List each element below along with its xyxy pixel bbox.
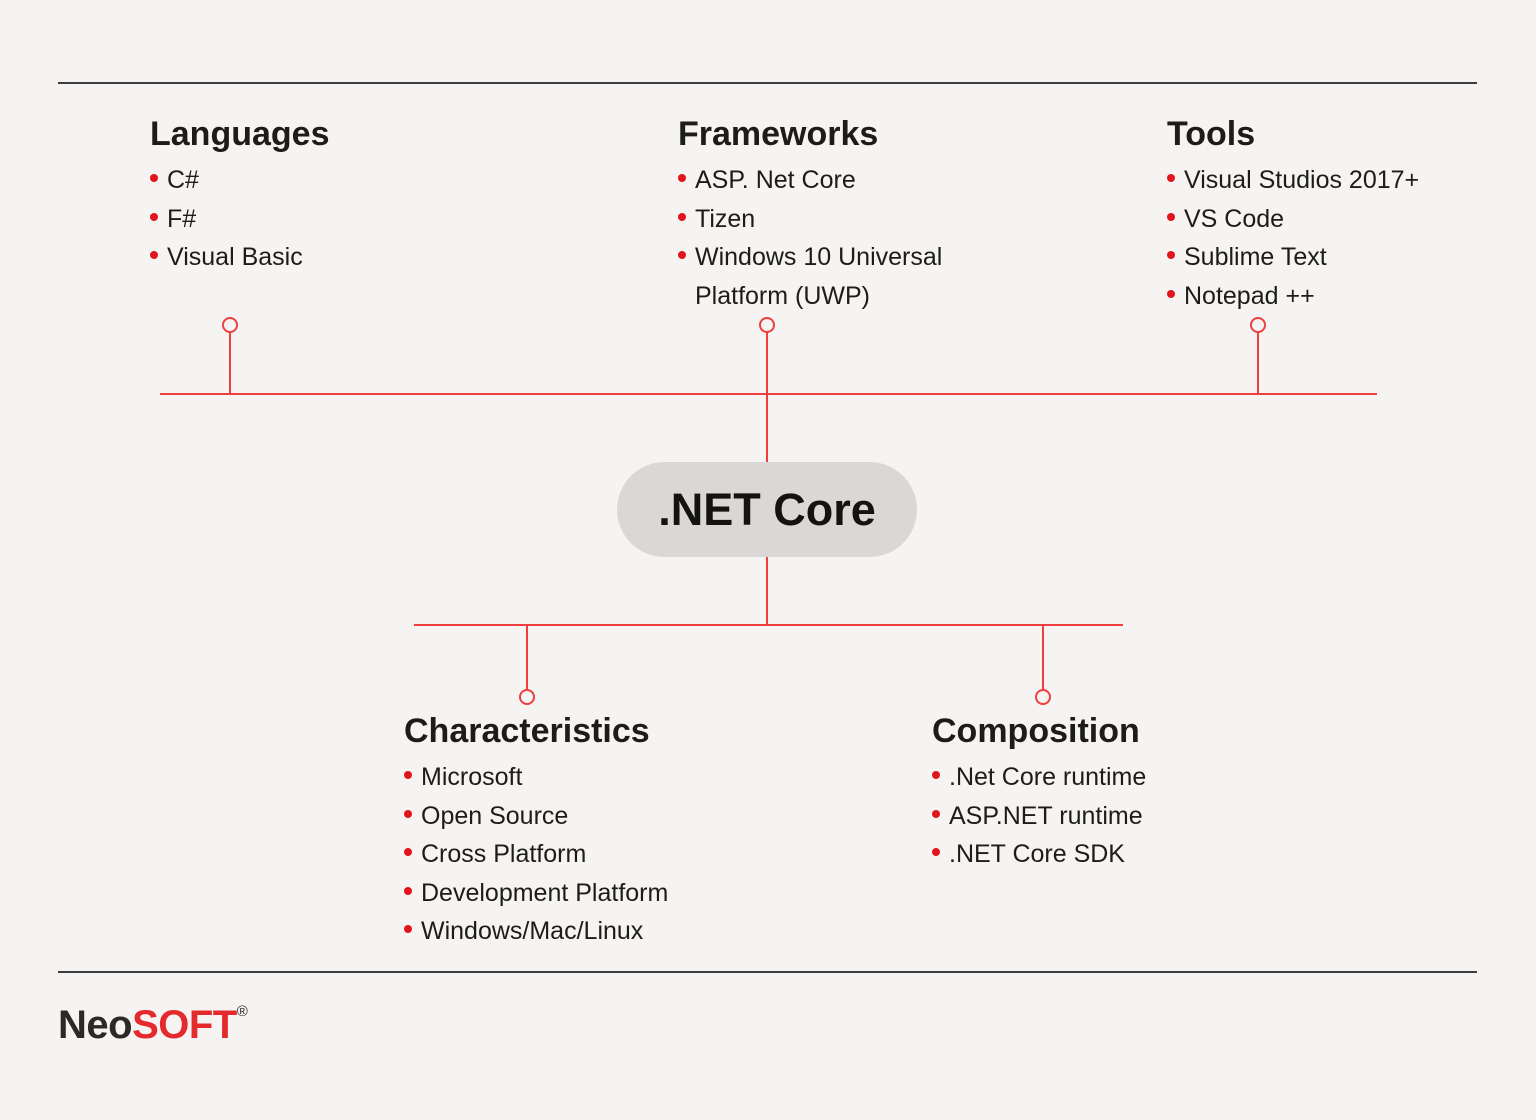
list-item: F#: [150, 200, 329, 239]
list-item: Microsoft: [404, 758, 668, 797]
list-item-label: Notepad ++: [1184, 281, 1315, 310]
characteristics-node-dot: [519, 689, 535, 705]
list-item-label: .Net Core runtime: [949, 763, 1147, 791]
section-title: Tools: [1167, 115, 1256, 153]
bullet-icon: [1167, 251, 1175, 259]
list-item-label: Cross Platform: [421, 840, 587, 868]
list-item-label: Microsoft: [421, 763, 523, 791]
section-title: Languages: [150, 115, 330, 153]
center-node-label: .NET Core: [658, 483, 876, 535]
languages-node-dot: [222, 317, 238, 333]
list-item: ASP.NET runtime: [932, 797, 1146, 836]
list-item-label: .NET Core SDK: [949, 840, 1125, 868]
section-characteristics: Characteristics Microsoft Open Source Cr…: [404, 710, 668, 951]
bullet-icon: [404, 809, 412, 818]
bullet-icon: [932, 848, 940, 856]
list-item-label: Windows/Mac/Linux: [421, 917, 644, 945]
list-item-label: Sublime Text: [1184, 243, 1327, 271]
center-node-net-core: .NET Core: [617, 462, 917, 557]
tools-node-dot: [1250, 317, 1266, 333]
bullet-icon: [678, 251, 686, 259]
list-item-label: ASP. Net Core: [695, 166, 856, 194]
bullet-icon: [678, 212, 686, 221]
bullet-icon: [404, 886, 412, 895]
list-item: Sublime Text: [1167, 238, 1419, 277]
bullet-icon: [1167, 212, 1175, 221]
section-tools: Tools Visual Studios 2017+ VS Code Subli…: [1167, 113, 1419, 315]
list-item: Cross Platform: [404, 835, 668, 874]
list-item-label: VS Code: [1184, 204, 1285, 233]
bullet-icon: [1167, 174, 1175, 182]
section-frameworks: Frameworks ASP. Net Core Tizen Windows 1…: [678, 113, 960, 315]
bullet-icon: [150, 174, 158, 182]
list-item: .Net Core runtime: [932, 758, 1146, 797]
list-item: Notepad ++: [1167, 277, 1419, 316]
list-item-label: Windows 10 Universal Platform (UWP): [695, 243, 943, 310]
bullet-icon: [404, 771, 412, 779]
bullet-icon: [150, 251, 158, 259]
list-item: Windows 10 Universal Platform (UWP): [678, 238, 960, 315]
list-item: ASP. Net Core: [678, 161, 960, 200]
list-item-label: F#: [167, 204, 197, 233]
list-item: Tizen: [678, 200, 960, 239]
bullet-icon: [404, 925, 412, 933]
list-item: VS Code: [1167, 200, 1419, 239]
list-item-label: ASP.NET runtime: [949, 801, 1143, 830]
registered-trademark-icon: ®: [236, 1003, 248, 1020]
section-languages: Languages C# F# Visual Basic: [150, 113, 329, 277]
bullet-icon: [404, 848, 412, 856]
logo-text-accent: SOFT: [132, 1003, 237, 1047]
section-title: Composition: [932, 712, 1140, 750]
top-divider-line: [58, 82, 1477, 84]
composition-node-dot: [1035, 689, 1051, 705]
bullet-icon: [932, 771, 940, 779]
section-title: Frameworks: [678, 115, 879, 153]
list-item: Development Platform: [404, 874, 668, 913]
section-composition: Composition .Net Core runtime ASP.NET ru…: [932, 710, 1146, 874]
list-item-label: Open Source: [421, 801, 569, 830]
list-item: Windows/Mac/Linux: [404, 912, 668, 951]
bottom-divider-line: [58, 971, 1477, 973]
list-item-label: Development Platform: [421, 878, 669, 907]
list-item: Visual Studios 2017+: [1167, 161, 1419, 200]
bullet-icon: [150, 212, 158, 221]
bullet-icon: [1167, 289, 1175, 298]
list-item: .NET Core SDK: [932, 835, 1146, 874]
list-item-label: Visual Studios 2017+: [1184, 166, 1420, 194]
frameworks-node-dot: [759, 317, 775, 333]
list-item: Open Source: [404, 797, 668, 836]
bullet-icon: [678, 174, 686, 182]
list-item-label: C#: [167, 166, 199, 194]
bullet-icon: [932, 809, 940, 818]
list-item: Visual Basic: [150, 238, 329, 277]
logo-text-primary: Neo: [58, 1003, 133, 1047]
section-title: Characteristics: [404, 712, 650, 750]
list-item: C#: [150, 161, 329, 200]
neosoft-logo: NeoSOFT®: [58, 988, 248, 1049]
list-item-label: Visual Basic: [167, 243, 303, 271]
list-item-label: Tizen: [695, 204, 756, 233]
